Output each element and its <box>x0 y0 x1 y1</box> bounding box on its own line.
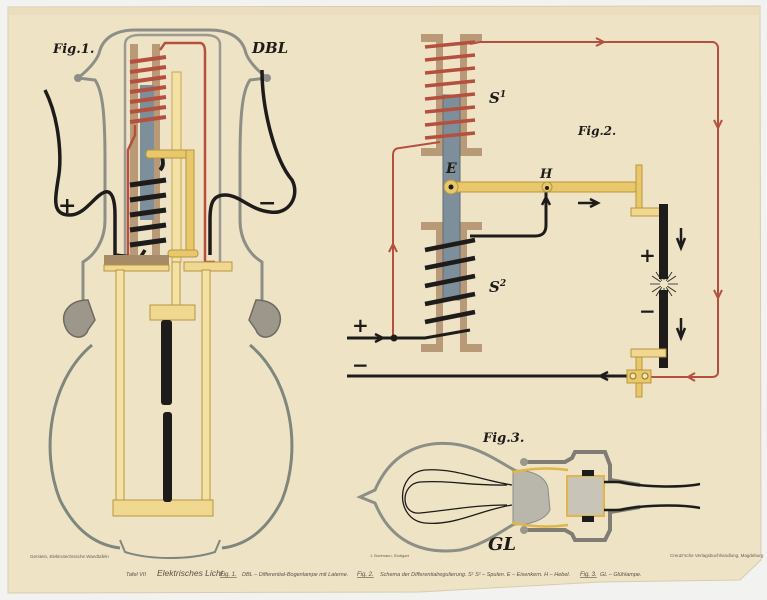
lantern-globe <box>48 343 294 550</box>
right-power-cable <box>208 69 297 255</box>
label-s2: S2 <box>489 278 506 296</box>
publisher-credit: Creutz'sche Verlagsbuchhandlung, Magdebu… <box>670 553 764 558</box>
plate-number: Tafel VII <box>126 572 146 578</box>
legend-fig2-ref: Fig. 2. <box>357 572 374 578</box>
arc-plus-sign: + <box>639 243 656 267</box>
legend-fig3-text: GL – Glühlampe. <box>600 572 641 578</box>
rod-right <box>201 269 211 516</box>
red-wire <box>126 41 215 264</box>
socket-block <box>566 475 605 517</box>
upper-carbon <box>161 320 172 405</box>
paper-sheet <box>7 5 762 594</box>
fig3-code: GL <box>488 534 516 555</box>
black-wire-to-lever <box>470 190 548 238</box>
fig1-label: Fig.1. <box>52 42 94 57</box>
lamp-cord <box>604 480 701 512</box>
fig1-plus-sign: + <box>58 193 76 219</box>
legend-fig1-text: DBL – Differential-Bogenlampe mit Latern… <box>242 572 348 578</box>
socket-shell-bottom <box>524 505 641 542</box>
iron-core-e <box>442 94 461 301</box>
fig2-label: Fig.2. <box>577 124 616 138</box>
fig2-input-plus: + <box>352 313 369 337</box>
label-s1: S1 <box>489 89 506 107</box>
lower-crossbar <box>112 499 214 517</box>
socket-shell-top <box>524 450 641 487</box>
base-plate-left <box>104 255 169 267</box>
lower-carbon <box>163 412 172 502</box>
globe-bottom <box>119 539 221 559</box>
printer-credit: J. Bortmann, Stuttgart <box>370 553 410 558</box>
upper-red-coil <box>129 55 167 124</box>
left-power-cable <box>43 89 147 260</box>
fig1-minus-sign: − <box>258 190 276 216</box>
arc-minus-sign: − <box>639 299 656 323</box>
fig1-code: DBL <box>251 39 288 57</box>
rack <box>171 71 182 263</box>
coil-s2 <box>424 237 476 325</box>
fig3-incandescent-lamp <box>356 442 701 553</box>
legend-fig3-ref: Fig. 3. <box>580 572 597 578</box>
plate-title: Elektrisches Licht. <box>157 568 226 578</box>
left-hook <box>63 299 96 338</box>
rod-left <box>115 269 125 516</box>
red-circuit-wire <box>392 41 719 378</box>
upper-carbon-rod <box>659 204 668 279</box>
fig1-arc-lamp-lantern <box>43 28 297 559</box>
series-credit: Gerstein, Elektrotechnische Wandtafeln <box>30 554 109 559</box>
fig2-input-minus: − <box>352 353 369 377</box>
lantern-casing <box>77 28 271 300</box>
right-hook <box>248 299 281 338</box>
fig3-label: Fig.3. <box>482 431 524 446</box>
fig2-differential-regulation <box>347 34 723 398</box>
coil-s1 <box>424 40 476 140</box>
lower-carbon-rod <box>659 290 668 368</box>
legend-fig2-text: Schema der Differentialregulierung. S¹ S… <box>380 572 570 578</box>
label-e: E <box>445 161 457 177</box>
filament <box>402 469 513 525</box>
rod-center <box>171 261 181 308</box>
black-input-wire <box>347 328 471 340</box>
label-h: H <box>539 167 553 182</box>
lower-black-coil <box>129 177 167 248</box>
bulb-glass <box>356 442 521 553</box>
junction <box>390 334 398 342</box>
legend-fig1-ref: Fig. 1. <box>220 572 237 578</box>
